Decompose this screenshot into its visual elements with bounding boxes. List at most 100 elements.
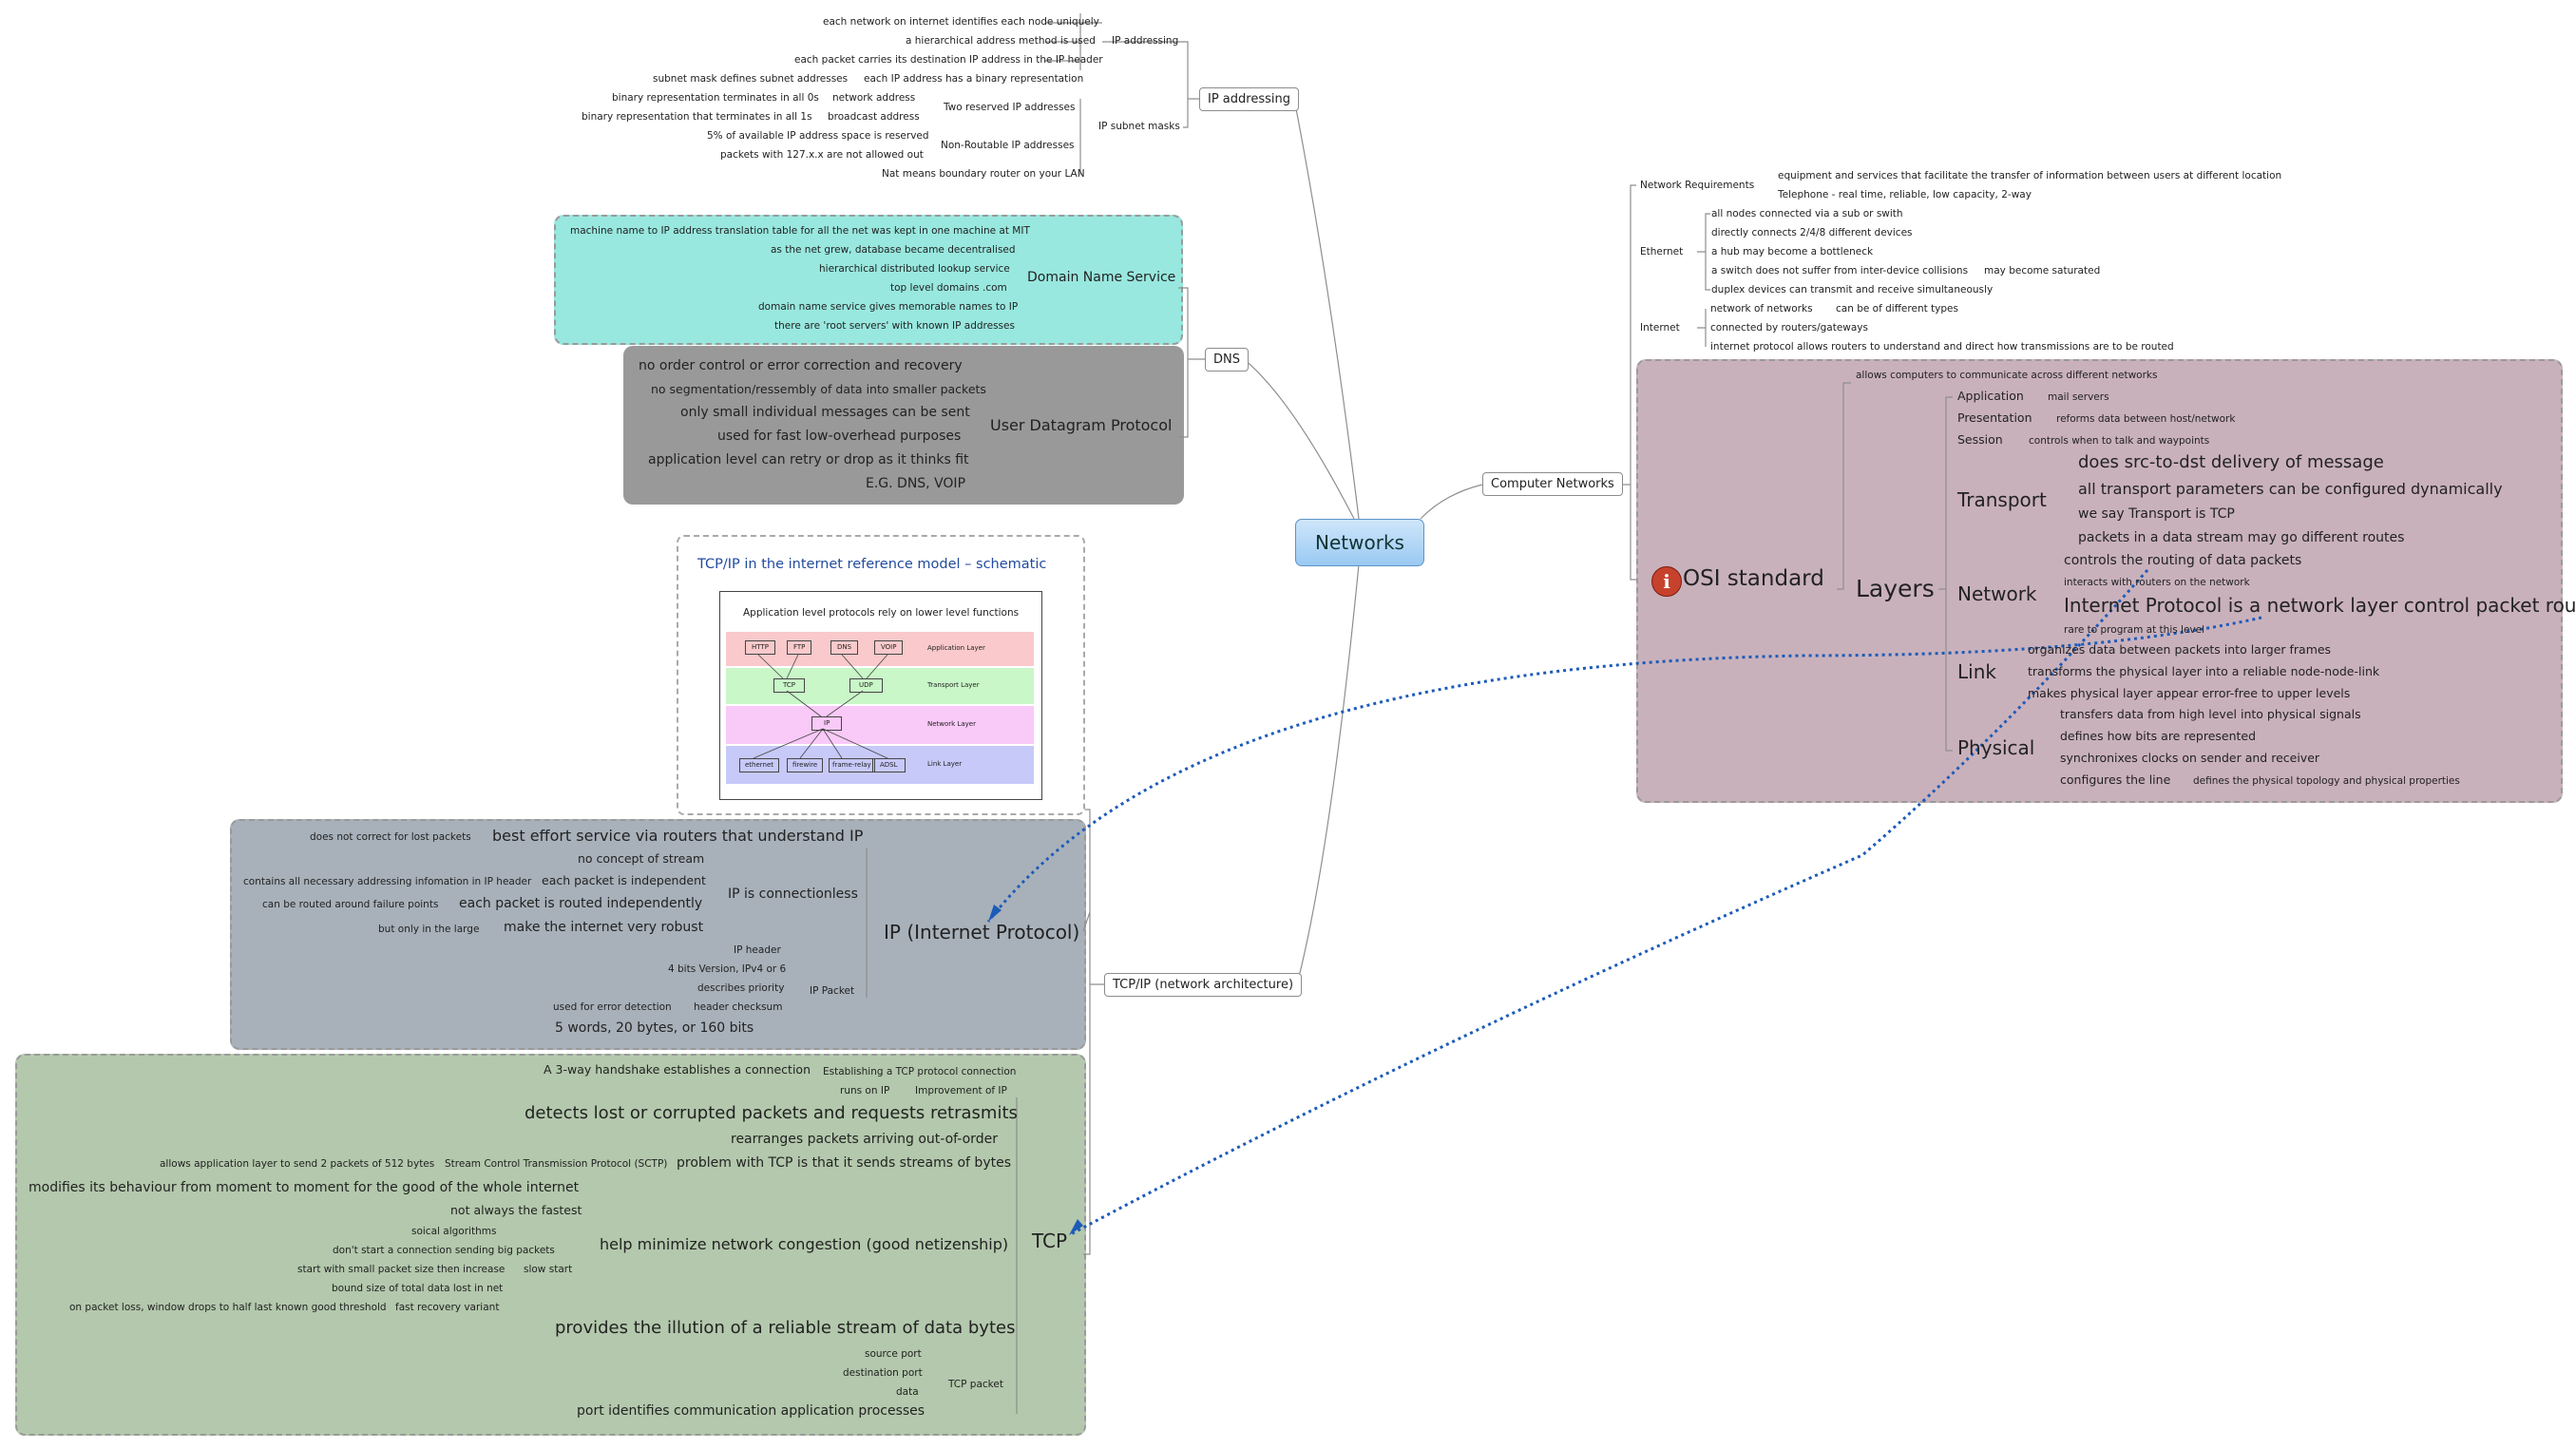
requirements-item-1[interactable]: Telephone - real time, reliable, low cap… [1778,189,2032,200]
tcp-sctp-note[interactable]: allows application layer to send 2 packe… [160,1158,435,1170]
layer-transport[interactable]: Transport [1957,488,2047,511]
tcp-ss-item-2[interactable]: bound size of total data lost in net [332,1283,504,1294]
subnet-defines[interactable]: subnet mask defines subnet addresses [653,73,849,85]
dns-item-0[interactable]: machine name to IP address translation t… [570,225,1030,237]
transport-item-3[interactable]: packets in a data stream may go differen… [2078,530,2405,545]
layer-presentation[interactable]: Presentation [1957,410,2032,425]
internet-item-1[interactable]: internet protocol allows routers to unde… [1710,341,2174,353]
tcp-port[interactable]: port identifies communication applicatio… [577,1403,925,1419]
ip-best-note[interactable]: does not correct for lost packets [310,831,471,843]
udp-topic[interactable]: User Datagram Protocol [990,416,1173,434]
tcp-congestion[interactable]: help minimize network congestion (good n… [600,1235,1009,1253]
tcp-modifies[interactable]: modifies its behaviour from moment to mo… [29,1180,580,1195]
tcpip-topic[interactable]: TCP/IP (network architecture) [1104,973,1303,997]
ip-cl-item-0[interactable]: no concept of stream [578,851,705,866]
dns-item-4[interactable]: domain name service gives memorable name… [758,301,1019,313]
tcp-not-fastest[interactable]: not always the fastest [450,1203,582,1217]
network-requirements[interactable]: Network Requirements [1640,180,1755,191]
link-item-1[interactable]: transforms the physical layer into a rel… [2028,664,2380,678]
udp-item-5[interactable]: E.G. DNS, VOIP [866,476,966,491]
dns-item-5[interactable]: there are 'root servers' with known IP a… [774,320,1015,332]
ip-cl-item-3[interactable]: make the internet very robust [504,920,704,935]
physical-item-1[interactable]: defines how bits are represented [2060,729,2257,743]
tcp-packet-item-0[interactable]: source port [865,1348,922,1360]
tcp-packet-topic[interactable]: TCP packet [948,1379,1003,1390]
ip-packet-item-0[interactable]: IP header [734,944,781,956]
ethernet-item-1[interactable]: directly connects 2/4/8 different device… [1711,227,1913,238]
binary-rep[interactable]: each IP address has a binary representat… [864,73,1084,85]
physical-item-0[interactable]: transfers data from high level into phys… [2060,707,2361,721]
ethernet-item-2[interactable]: a hub may become a bottleneck [1711,246,1874,257]
layer-session[interactable]: Session [1957,432,2003,447]
nat-item[interactable]: Nat means boundary router on your LAN [882,168,1085,180]
non-routable-item-1[interactable]: packets with 127.x.x are not allowed out [720,149,924,161]
udp-item-1[interactable]: no segmentation/ressembly of data into s… [651,382,986,396]
ip-addressing-subtopic[interactable]: IP addressing [1112,35,1179,47]
transport-item-1[interactable]: all transport parameters can be configur… [2078,480,2503,498]
network-item-0[interactable]: controls the routing of data packets [2064,553,2302,568]
ethernet-item-3[interactable]: a switch does not suffer from inter-devi… [1711,265,1969,276]
ethernet-item-0[interactable]: all nodes connected via a sub or swith [1711,208,1903,219]
network-of-networks[interactable]: network of networks [1710,303,1813,315]
osi-allows[interactable]: allows computers to communicate across d… [1856,370,2158,381]
tcp-runs-on[interactable]: runs on IP [840,1085,890,1096]
non-routable-topic[interactable]: Non-Routable IP addresses [941,140,1075,151]
ip-cl-item-1[interactable]: each packet is independent [542,873,706,887]
tcp-improvement[interactable]: Improvement of IP [915,1085,1007,1096]
info-icon[interactable]: i [1651,566,1682,597]
ip-checksum-note[interactable]: used for error detection [553,1001,672,1013]
layer-physical[interactable]: Physical [1957,736,2035,759]
ip-packet-item-2[interactable]: describes priority [697,982,785,994]
tcp-fast-recovery[interactable]: fast recovery variant [395,1302,500,1313]
tcp-handshake[interactable]: Establishing a TCP protocol connection [823,1066,1017,1077]
tcp-detects[interactable]: detects lost or corrupted packets and re… [525,1103,1018,1123]
non-routable-item-0[interactable]: 5% of available IP address space is rese… [707,130,929,142]
ip-addr-item-2[interactable]: each packet carries its destination IP a… [794,54,1103,66]
transport-item-2[interactable]: we say Transport is TCP [2078,506,2235,522]
ethernet-item-4[interactable]: duplex devices can transmit and receive … [1711,284,1994,296]
network-item-3[interactable]: rare to program at this level [2064,624,2205,636]
ip-routed-note[interactable]: can be routed around failure points [262,899,439,910]
ip-packet-item-1[interactable]: 4 bits Version, IPv4 or 6 [668,963,787,975]
dns-item-2[interactable]: hierarchical distributed lookup service [819,263,1010,275]
ip-cl-item-2[interactable]: each packet is routed independently [459,896,703,911]
dns-service-topic[interactable]: Domain Name Service [1027,270,1176,285]
different-types[interactable]: can be of different types [1836,303,1958,315]
link-item-2[interactable]: makes physical layer appear error-free t… [2028,686,2351,700]
osi-standard-topic[interactable]: OSI standard [1683,566,1824,591]
udp-item-3[interactable]: used for fast low-overhead purposes [717,429,962,444]
network-item-1[interactable]: interacts with routers on the network [2064,577,2250,588]
tcp-rearranges[interactable]: rearranges packets arriving out-of-order [731,1132,998,1147]
layer-application-note[interactable]: mail servers [2048,391,2109,403]
internet-item-0[interactable]: connected by routers/gateways [1710,322,1868,334]
ethernet-saturated[interactable]: may become saturated [1984,265,2101,276]
dns-item-3[interactable]: top level domains .com [890,282,1007,294]
tcp-packet-item-1[interactable]: destination port [843,1367,923,1379]
ip-packet-topic[interactable]: IP Packet [810,985,855,997]
udp-item-0[interactable]: no order control or error correction and… [639,358,963,373]
tcp-fr-note[interactable]: on packet loss, window drops to half las… [69,1302,387,1313]
ip-packet-item-3[interactable]: header checksum [694,1001,783,1013]
subnet-masks-topic[interactable]: IP subnet masks [1098,121,1180,132]
ip-best-effort[interactable]: best effort service via routers that und… [492,827,864,845]
osi-layers-topic[interactable]: Layers [1856,575,1935,602]
physical-item-3[interactable]: configures the line [2060,772,2171,787]
ip-indep-note[interactable]: contains all necessary addressing infoma… [243,876,532,887]
broadcast-note[interactable]: binary representation that terminates in… [582,111,812,123]
computer-networks-topic[interactable]: Computer Networks [1482,472,1623,496]
tcp-ss-item-1[interactable]: start with small packet size then increa… [297,1264,506,1275]
udp-item-4[interactable]: application level can retry or drop as i… [648,452,969,467]
layer-network[interactable]: Network [1957,582,2037,605]
network-item-2[interactable]: Internet Protocol is a network layer con… [2064,594,2576,617]
ip-protocol-topic[interactable]: IP (Internet Protocol) [884,921,1080,944]
dns-item-1[interactable]: as the net grew, database became decentr… [771,244,1016,256]
ip-addr-item-0[interactable]: each network on internet identifies each… [823,16,1099,28]
reserved-topic[interactable]: Two reserved IP addresses [944,102,1076,113]
root-topic[interactable]: Networks [1295,519,1424,566]
layer-session-note[interactable]: controls when to talk and waypoints [2029,435,2210,447]
network-address-note[interactable]: binary representation terminates in all … [612,92,819,104]
ip-addressing-topic[interactable]: IP addressing [1199,87,1299,111]
ip-robust-note[interactable]: but only in the large [378,924,480,935]
layer-presentation-note[interactable]: reforms data between host/network [2056,413,2236,425]
network-address[interactable]: network address [832,92,916,104]
